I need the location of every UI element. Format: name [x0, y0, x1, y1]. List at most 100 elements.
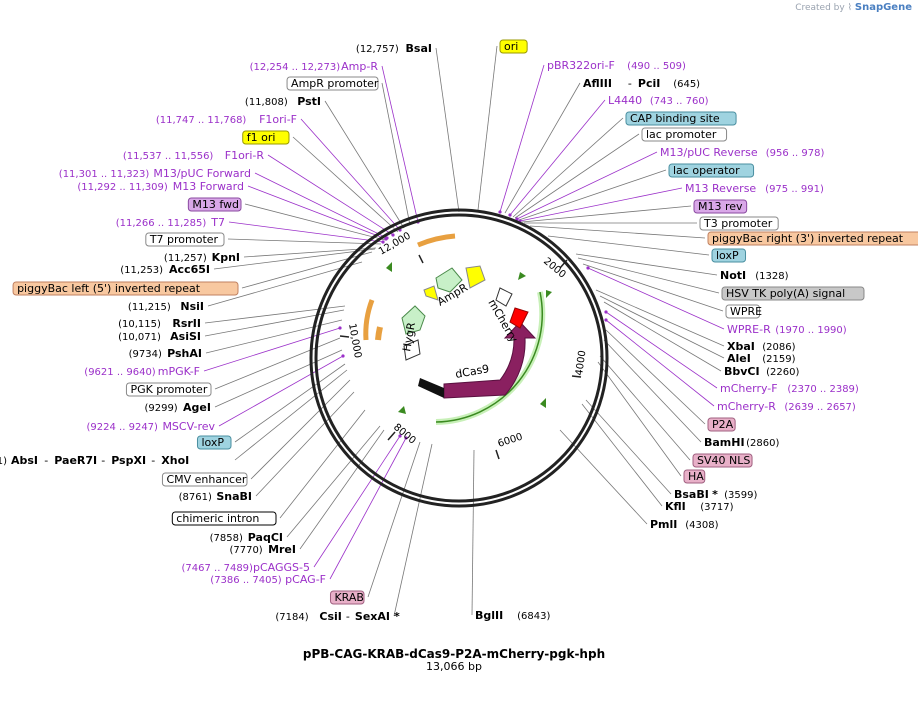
text-bsai: BsaI: [406, 42, 432, 55]
leader-f1ori_f: [300, 118, 401, 231]
label-t7prom: T7 promoter: [145, 232, 225, 247]
snapgene-logo-icon: ⌇: [847, 3, 852, 13]
dcas9-arrow: [443, 321, 537, 399]
primer-tip-mcherry_r: [604, 318, 608, 322]
leader-bsai: [435, 47, 460, 213]
plasmid-title: pPB-CAG-KRAB-dCas9-P2A-mCherry-pgk-hph: [303, 647, 605, 661]
label-bglii: BglII(6843): [475, 609, 550, 622]
pos-alei: (2159): [762, 354, 795, 365]
text-m13puc_fwd: M13/pUC Forward: [153, 167, 251, 180]
backbone-outer: [309, 208, 609, 508]
leader-afliii: [504, 82, 581, 214]
label-ori: ori: [499, 39, 528, 54]
text-pcaggs5: pCAGGS-5: [253, 561, 310, 574]
label-hsvtk: HSV TK poly(A) signal: [721, 286, 865, 301]
primer-tip-mpgkf: [338, 326, 342, 330]
leader-m13_rev: [519, 187, 683, 222]
leader-pshai: [205, 319, 343, 354]
leader-alei: [599, 295, 725, 359]
box-pbl: [12, 281, 239, 296]
box-pbr_right: [707, 231, 918, 246]
label-asisi: AsiSI(10,071): [118, 330, 201, 343]
text-pmli: PmlI: [650, 518, 677, 531]
leader-msvcrev: [218, 355, 344, 427]
label-sv40: SV40 NLS: [692, 453, 753, 468]
label-absi: (9121)AbsI-PaeR7I-PspXI-XhoI: [0, 454, 189, 467]
label-pshai: PshAI(9734): [129, 347, 202, 360]
box-sv40: [692, 453, 753, 468]
label-bbvci: BbvCI(2260): [724, 365, 799, 378]
text-m13fwd_box: M13 fwd: [192, 198, 239, 211]
text-m13_fwd: M13 Forward: [173, 180, 244, 193]
leader-noti: [575, 253, 718, 276]
dash-absi-3: -: [151, 454, 155, 467]
primer-tip-l4440: [508, 213, 512, 217]
text-psti: PstI: [297, 95, 321, 108]
pos-paqci: (7858): [210, 533, 243, 544]
leader-loxp1: [547, 235, 710, 256]
leader-l4440: [509, 99, 606, 216]
ring-arrows: [386, 262, 552, 414]
leader-rsrii: [204, 305, 346, 324]
tick-6000: 6000: [497, 432, 525, 450]
label-bsabi: BsaBI*(3599): [674, 488, 757, 501]
text-lacprom: lac promoter: [646, 128, 717, 141]
leader-psti: [324, 100, 405, 229]
leader-lacop: [518, 169, 667, 221]
leader-asisi: [204, 309, 345, 337]
label-kpni: KpnI(11,257): [164, 251, 240, 264]
label-p2a: P2A: [707, 417, 736, 432]
primer-tip-m13puc_rev: [515, 217, 519, 221]
pos-wpre_r: (1970 .. 1990): [775, 325, 847, 336]
credit-brand: SnapGene: [854, 2, 912, 13]
pos-m13_rev: (975 .. 991): [765, 184, 824, 195]
text-absi-0: AbsI: [11, 454, 38, 467]
text-absi-2: PspXI: [111, 454, 146, 467]
text2-afliii: PciI: [638, 77, 660, 90]
text-m13rev_box: M13 rev: [698, 200, 743, 213]
ring-arrow-4: [540, 398, 546, 408]
box-t7prom: [145, 232, 225, 247]
leader-t7p: [228, 221, 384, 243]
box-lacop: [668, 163, 755, 178]
pos-msvcrev: (9224 .. 9247): [87, 422, 159, 433]
leader-wpre_r: [587, 267, 725, 330]
leader-pgkprom: [214, 337, 341, 390]
leader-pbr322: [499, 64, 545, 213]
text-xbai: XbaI: [727, 340, 755, 353]
label-loxp1: loxP: [711, 248, 747, 263]
label-wpre: WPRE: [725, 304, 762, 319]
leader-m13rev_box: [521, 205, 692, 223]
text-pbl: piggyBac left (5') inverted repeat: [17, 282, 201, 295]
tick-12000: 12,000: [377, 231, 413, 258]
leader-mpgkf: [203, 327, 341, 372]
leader-kpni: [243, 247, 377, 258]
pos-psti: (11,808): [245, 97, 288, 108]
leader-ori: [477, 45, 498, 211]
leader-snabi: [255, 391, 355, 497]
label-m13_fwd: M13 Forward(11,292 .. 11,309): [77, 180, 244, 193]
pos-t7p: (11,266 .. 11,285): [116, 218, 207, 229]
box-f1ori: [242, 130, 290, 145]
tick-4000: 4000: [574, 350, 588, 377]
label-alei: AleI(2159): [727, 352, 796, 365]
text-m13puc_rev: M13/pUC Reverse: [660, 146, 758, 159]
pos-mpgkf: (9621 .. 9640): [84, 367, 156, 378]
tick-marks: [339, 254, 582, 460]
pos-f1ori_r: (11,537 .. 11,556): [123, 151, 214, 162]
text-pgkprom: PGK promoter: [130, 383, 207, 396]
text-pshai: PshAI: [167, 347, 202, 360]
plasmid-length: 13,066 bp: [426, 660, 482, 673]
leader-ampr_r: [381, 65, 419, 223]
label-wpre_r: WPRE-R (1970 .. 1990): [727, 323, 847, 336]
pos-bsai: (12,757): [356, 44, 399, 55]
label-msvcrev: MSCV-rev(9224 .. 9247): [87, 420, 216, 433]
pos-f1ori_f: (11,747 .. 11,768): [156, 115, 247, 126]
text-afliii: AflIII: [583, 77, 612, 90]
label-pcaggs5: pCAGGS-5(7467 .. 7489): [182, 561, 310, 574]
leader-m13fwd_box: [244, 203, 386, 241]
label-f1ori_f: F1ori-F(11,747 .. 11,768): [156, 113, 297, 126]
text-wpre_r: WPRE-R: [727, 323, 771, 336]
mcherry-arrow: [509, 307, 529, 329]
text-snabi: SnaBI: [216, 490, 252, 503]
